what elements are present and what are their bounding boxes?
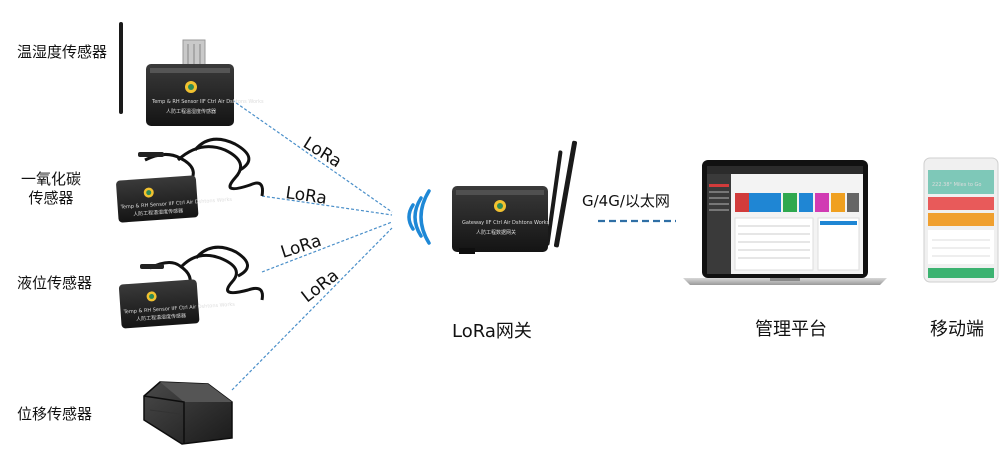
level-device-text-cn: 人防工程温湿度传感器 bbox=[136, 312, 186, 322]
mobile-phone-device: 222.38° Miles to Go bbox=[923, 157, 999, 283]
management-platform-laptop bbox=[683, 160, 887, 285]
temp-humidity-sensor-label: 温湿度传感器 bbox=[17, 43, 108, 61]
wireless-signal-icon bbox=[407, 189, 431, 245]
displacement-sensor-device bbox=[143, 381, 233, 445]
link-line-displacement bbox=[231, 227, 393, 391]
lora-label-1: LoRa bbox=[299, 133, 345, 172]
co-sensor-label-line2: 传感器 bbox=[28, 189, 74, 207]
displacement-sensor-label: 位移传感器 bbox=[17, 405, 93, 423]
co-device-text-cn: 人防工程温湿度传感器 bbox=[133, 207, 183, 217]
level-sensor-device: Temp & RH Sensor IIF Ctrl Air Dshtons Wo… bbox=[118, 245, 264, 329]
lora-label-2: LoRa bbox=[284, 183, 328, 209]
gateway-device-text-cn: 人防工程数据网关 bbox=[476, 229, 516, 236]
network-link-label: G/4G/以太网 bbox=[582, 192, 670, 210]
link-line-co bbox=[261, 195, 393, 216]
gateway-device-text-en: Gateway IIF Ctrl Air Dshtons Works bbox=[462, 220, 550, 226]
co-sensor-label-line1: 一氧化碳 bbox=[20, 170, 81, 188]
lora-label-3: LoRa bbox=[278, 231, 324, 263]
level-sensor-label: 液位传感器 bbox=[17, 274, 93, 292]
temp-humidity-device-text-en: Temp & RH Sensor IIF Ctrl Air Dshtons Wo… bbox=[151, 99, 264, 105]
platform-label: 管理平台 bbox=[755, 319, 827, 340]
phone-title-text: 222.38° Miles to Go bbox=[932, 182, 982, 188]
lora-gateway-device: Gateway IIF Ctrl Air Dshtons Works 人防工程数… bbox=[452, 140, 578, 254]
co-sensor-device: Temp & RH Sensor IIF Ctrl Air Dshtons Wo… bbox=[116, 137, 264, 223]
link-line-level bbox=[261, 221, 393, 273]
temp-humidity-sensor-device: Temp & RH Sensor IIF Ctrl Air Dshtons Wo… bbox=[119, 22, 264, 126]
temp-humidity-device-text-cn: 人防工程温湿度传感器 bbox=[166, 108, 216, 115]
link-line-temp-humidity bbox=[231, 99, 393, 213]
gateway-label: LoRa网关 bbox=[452, 321, 532, 342]
co-sensor-label: 一氧化碳 传感器 bbox=[16, 170, 86, 208]
mobile-label: 移动端 bbox=[930, 319, 984, 340]
